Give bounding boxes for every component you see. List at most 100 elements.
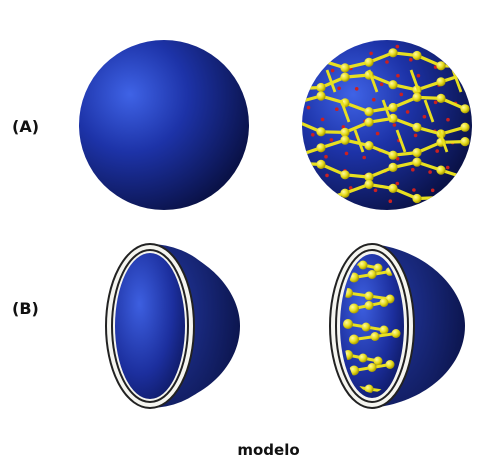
crosslink-dot <box>369 52 373 56</box>
row-label-b: (B) <box>12 299 39 318</box>
polymer-bead <box>412 51 421 60</box>
crosslink-dot <box>345 152 349 156</box>
plain-sphere <box>79 40 249 210</box>
polymer-bead <box>316 160 325 169</box>
polymer-bead <box>460 62 469 71</box>
polymer-bead <box>436 166 445 175</box>
brush-bead <box>380 326 389 335</box>
polymer-bead <box>388 151 397 160</box>
crosslink-dot <box>311 133 315 137</box>
polymer-bead <box>316 91 325 100</box>
crosslink-dot <box>321 118 325 122</box>
crosslink-dot <box>325 174 329 178</box>
crosslink-dot <box>423 115 427 119</box>
half-shell-filled <box>330 244 465 408</box>
polymer-bead <box>388 184 397 193</box>
crosslink-dot <box>324 155 328 159</box>
crosslink-dot <box>396 45 400 49</box>
crosslink-dot <box>385 60 389 64</box>
crosslink-dot <box>396 182 400 186</box>
crosslink-dot <box>412 188 416 192</box>
polymer-bead <box>340 63 349 72</box>
polymer-bead <box>364 107 373 116</box>
polymer-bead <box>316 127 325 136</box>
crosslink-dot <box>330 138 334 142</box>
crosslink-dot <box>400 93 404 97</box>
crosslink-dot <box>414 134 418 138</box>
polymer-bead <box>316 143 325 152</box>
polymer-bead <box>388 80 397 89</box>
crosslink-dot <box>431 189 435 193</box>
brush-bead <box>386 360 395 369</box>
brush-bead <box>359 261 368 270</box>
polymer-bead <box>460 104 469 113</box>
crosslink-dot <box>393 123 397 127</box>
polymer-bead <box>436 94 445 103</box>
polymer-bead <box>340 189 349 198</box>
crosslink-dot <box>406 110 410 114</box>
polymer-bead <box>316 83 325 92</box>
polymer-bead <box>364 118 373 127</box>
coated-sphere <box>292 40 472 210</box>
crosslink-dot <box>396 74 400 78</box>
crosslink-dot <box>355 87 359 91</box>
brush-bead <box>380 298 389 307</box>
brush-bead <box>343 319 353 329</box>
polymer-bead <box>412 158 421 167</box>
polymer-bead <box>388 163 397 172</box>
polymer-bead <box>436 61 445 70</box>
polymer-bead <box>292 84 301 93</box>
crosslink-dot <box>435 149 439 153</box>
polymer-bead <box>292 48 301 57</box>
crosslink-dot <box>417 74 421 78</box>
polymer-bead <box>364 141 373 150</box>
polymer-bead <box>316 195 325 204</box>
polymer-bead <box>436 77 445 86</box>
crosslink-dot <box>307 106 311 110</box>
crosslink-dot <box>434 101 438 105</box>
polymer-bead <box>340 73 349 82</box>
brush-bead <box>349 304 359 314</box>
polymer-bead <box>292 117 301 126</box>
crosslink-dot <box>428 170 432 174</box>
brush-bead <box>362 323 371 332</box>
brush-bead <box>365 292 374 301</box>
polymer-bead <box>412 148 421 157</box>
crosslink-dot <box>409 58 413 62</box>
crosslink-dot <box>335 107 339 111</box>
crosslink-dot <box>389 199 393 203</box>
brush-bead <box>392 329 401 338</box>
crosslink-dot <box>337 87 341 91</box>
polymer-bead <box>460 70 469 79</box>
brush-bead <box>349 335 359 345</box>
crosslink-dot <box>362 156 366 160</box>
polymer-bead <box>340 170 349 179</box>
crosslink-dot <box>411 168 415 172</box>
polymer-bead <box>436 193 445 202</box>
caption: modelo <box>0 441 487 459</box>
crosslink-dot <box>374 189 378 193</box>
row-label-a: (A) <box>12 117 39 136</box>
polymer-bead <box>460 183 469 192</box>
brush-bead <box>359 354 368 363</box>
polymer-bead <box>460 137 469 146</box>
polymer-bead <box>364 58 373 67</box>
polymer-bead <box>364 180 373 189</box>
polymer-bead <box>316 56 325 65</box>
brush-bead <box>371 332 380 341</box>
crosslink-dot <box>372 98 376 102</box>
polymer-bead <box>412 123 421 132</box>
polymer-bead <box>388 48 397 57</box>
crosslink-dot <box>446 166 450 170</box>
brush-bead <box>365 301 374 310</box>
crosslink-dot <box>331 69 335 73</box>
brush-bead <box>368 363 377 372</box>
crosslink-dot <box>380 83 384 87</box>
polymer-bead <box>460 173 469 182</box>
polymer-bead <box>292 151 301 160</box>
polymer-bead <box>292 159 301 168</box>
polymer-bead <box>292 98 301 107</box>
polymer-bead <box>340 136 349 145</box>
polymer-bead <box>292 189 301 198</box>
